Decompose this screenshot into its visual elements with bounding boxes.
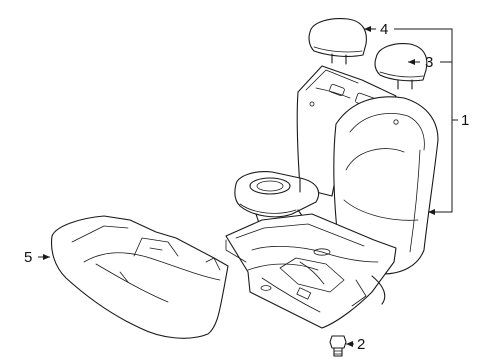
bolt bbox=[329, 335, 347, 357]
seat-cushion bbox=[50, 215, 229, 339]
leader-lines bbox=[38, 26, 458, 347]
callout-2: 2 bbox=[357, 336, 365, 353]
callout-4: 4 bbox=[380, 21, 388, 38]
headrest-right bbox=[374, 43, 428, 90]
headrest-left bbox=[308, 18, 367, 65]
callout-1: 1 bbox=[461, 112, 469, 129]
seat-frame bbox=[225, 213, 397, 329]
callout-3: 3 bbox=[425, 54, 433, 71]
callout-5: 5 bbox=[24, 249, 32, 266]
seat-back-assembly bbox=[296, 65, 439, 275]
